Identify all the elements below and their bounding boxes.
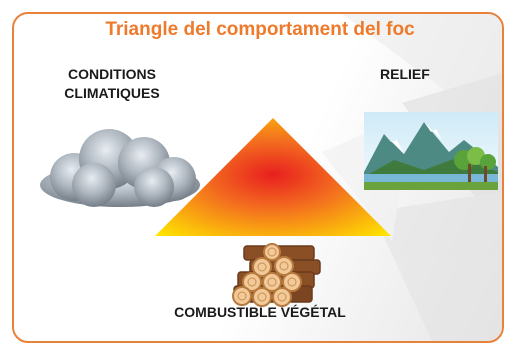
- label-climate-line1: CONDITIONS: [68, 66, 156, 82]
- cloud-icon: [40, 129, 200, 207]
- label-climate: CONDITIONS CLIMATIQUES: [52, 65, 172, 103]
- fire-triangle: [155, 118, 391, 236]
- diagram-title: Triangle del comportament del foc: [105, 19, 415, 40]
- log-pile-icon: [232, 243, 321, 307]
- label-climate-line2: CLIMATIQUES: [64, 85, 160, 101]
- label-fuel: COMBUSTIBLE VÉGÉTAL: [174, 304, 346, 320]
- landscape-icon: [364, 112, 498, 190]
- label-relief: RELIEF: [380, 66, 430, 82]
